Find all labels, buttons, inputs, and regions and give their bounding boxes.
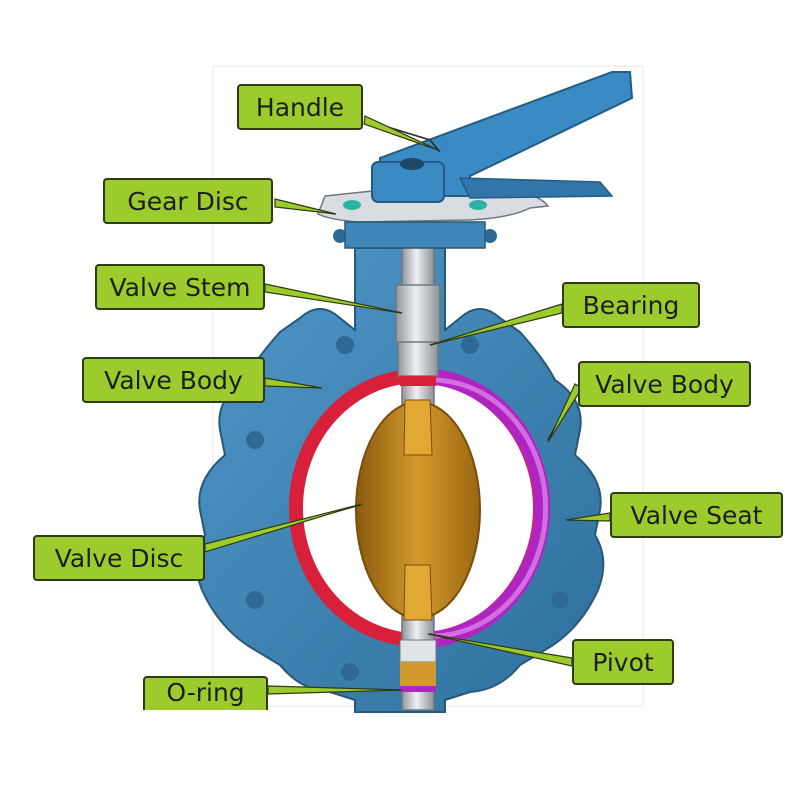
label-valve-body-right: Valve Body	[578, 361, 751, 407]
label-o-ring: O-ring	[143, 676, 268, 710]
label-valve-disc: Valve Disc	[33, 535, 205, 581]
label-valve-seat: Valve Seat	[610, 492, 783, 538]
label-valve-body-left: Valve Body	[82, 357, 265, 403]
leader-lines	[204, 115, 611, 695]
label-gear-disc: Gear Disc	[103, 178, 273, 224]
label-pivot: Pivot	[572, 639, 674, 685]
label-bearing: Bearing	[562, 282, 700, 328]
valve-disc-shape	[355, 399, 481, 621]
label-handle: Handle	[237, 84, 363, 130]
label-valve-stem: Valve Stem	[95, 264, 265, 310]
handle-lever	[371, 71, 634, 203]
